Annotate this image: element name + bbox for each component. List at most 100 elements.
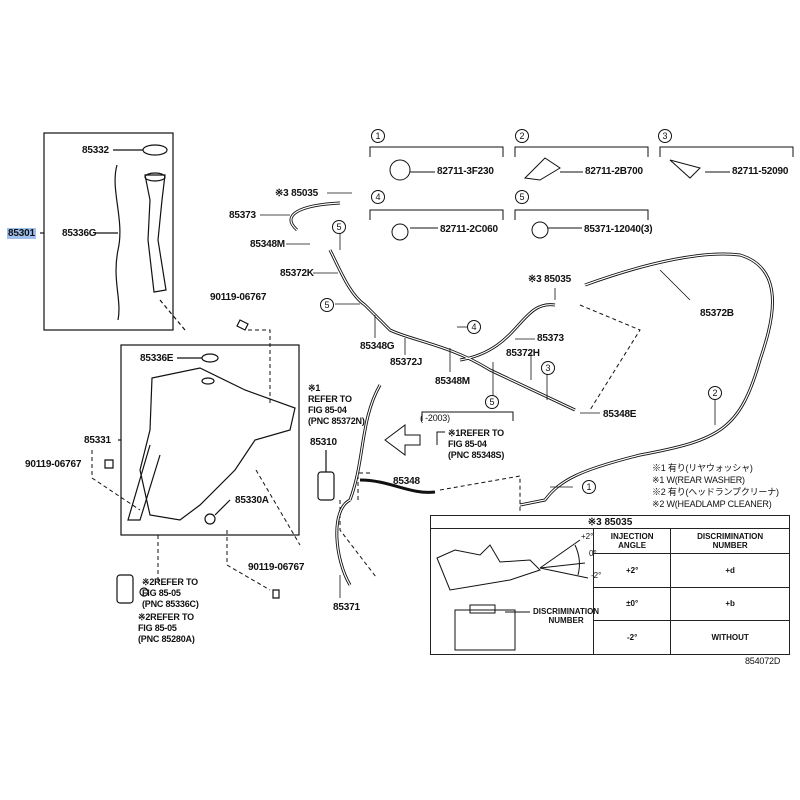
part-label-85310: 85310 — [310, 437, 337, 448]
bolt-left — [104, 459, 114, 469]
nozzle-spec-table: ※3 85035 +2° 0° -2° DISCRIMINATION NUMBE… — [430, 515, 790, 655]
ref-line: (PNC 85372N) — [308, 416, 365, 426]
part-label-85372J: 85372J — [390, 357, 423, 368]
reference-85348S[interactable]: ※1REFER TO FIG 85-04 (PNC 85348S) — [448, 428, 504, 461]
header-line: ANGLE — [618, 541, 647, 550]
ref-line: FIG 85-04 — [448, 439, 487, 449]
filler-pipe — [144, 174, 167, 293]
clip-callout-1: 1 — [371, 129, 385, 143]
part-label-85332: 85332 — [82, 145, 109, 156]
part-label-85372K: 85372K — [280, 268, 314, 279]
clip-callout-2: 2 — [708, 386, 722, 400]
arrow — [384, 424, 421, 456]
component-group-box — [43, 132, 174, 331]
part-label-85348E: 85348E — [603, 409, 637, 420]
ref-line: REFER TO — [460, 428, 504, 438]
clip-callout-5: 5 — [515, 190, 529, 204]
clip-callout-3: 3 — [658, 129, 672, 143]
part-label-85301[interactable]: 85301 — [7, 228, 36, 239]
clip-callout-4: 4 — [467, 320, 481, 334]
clip-callout-3: 3 — [541, 361, 555, 375]
part-label-85336E: 85336E — [140, 353, 174, 364]
clip-part-4: 82711-2C060 — [440, 224, 498, 235]
ref-mark: ※1 — [448, 428, 461, 438]
callout-line: NUMBER — [548, 616, 584, 625]
part-label-85336G: 85336G — [62, 228, 97, 239]
clip-part-2: 82711-2B700 — [585, 166, 643, 177]
washer-tank-85331 — [139, 367, 296, 521]
ref-line: (PNC 85348S) — [448, 450, 505, 460]
figure-id: 854072D — [745, 656, 781, 666]
angle-cell: ±0° — [592, 586, 672, 622]
pump-85310 — [317, 471, 335, 501]
part-label-85372B: 85372B — [700, 308, 734, 319]
ref-line: FIG 85-05 — [142, 588, 181, 598]
note: ※2 有り(ヘッドランプクリーナ) — [652, 487, 779, 497]
ref-line: REFER TO — [154, 577, 198, 587]
reference-85280A[interactable]: ※2REFER TO FIG 85-05 (PNC 85280A) — [138, 612, 195, 645]
angle-cell: -2° — [592, 620, 672, 655]
part-label-85372H: 85372H — [506, 348, 540, 359]
header-line: DISCRIMINATION — [697, 532, 764, 541]
part-label-90119-left: 90119-06767 — [25, 459, 82, 470]
ref-line: FIG 85-04 — [308, 405, 347, 415]
part-label-85371: 85371 — [333, 602, 360, 613]
clip-part-1: 82711-3F230 — [437, 166, 494, 177]
number-cell: WITHOUT — [670, 620, 790, 655]
clip-callout-5: 5 — [485, 395, 499, 409]
part-label-85348G: 85348G — [360, 341, 395, 352]
clip-callout-2: 2 — [515, 129, 529, 143]
bolt-top — [236, 319, 249, 331]
part-label-85035-top: ※3 85035 — [275, 188, 318, 199]
cap-85332 — [142, 144, 168, 156]
part-label-85330A: 85330A — [235, 495, 269, 506]
year-range: ( -2003) — [420, 413, 450, 423]
angle-label: +2° — [581, 532, 594, 541]
angle-label: -2° — [591, 571, 602, 580]
part-label-85348M-top: 85348M — [250, 239, 285, 250]
part-label-85373-mid: 85373 — [537, 333, 564, 344]
table-title: ※3 85035 — [430, 515, 790, 529]
part-label-90119-bottom: 90119-06767 — [248, 562, 305, 573]
part-label-85348: 85348 — [393, 476, 420, 487]
clip-brackets — [369, 146, 794, 456]
angle-cell: +2° — [592, 553, 672, 588]
pump-headlamp — [116, 574, 134, 604]
table-row: -2°WITHOUT — [431, 620, 790, 655]
clip-part-5: 85371-12040(3) — [584, 224, 653, 235]
ref-line: (PNC 85280A) — [138, 634, 195, 644]
header-line: NUMBER — [712, 541, 748, 550]
part-label-90119-top: 90119-06767 — [210, 292, 267, 303]
reference-85336C[interactable]: ※2REFER TO FIG 85-05 (PNC 85336C) — [142, 577, 199, 610]
bolt-bottom — [272, 589, 280, 599]
header-line: INJECTION — [610, 532, 654, 541]
clip-part-3: 82711-52090 — [732, 166, 789, 177]
cap-85336E — [201, 353, 219, 363]
part-label-85348M-mid: 85348M — [435, 376, 470, 387]
ref-mark: ※2 — [138, 612, 151, 622]
ref-line: FIG 85-05 — [138, 623, 177, 633]
ref-mark: ※1 — [308, 383, 321, 393]
notes-legend: ※1 有り(リヤウォッシャ) ※1 W(REAR WASHER) ※2 有り(ヘ… — [652, 462, 779, 510]
part-label-85331: 85331 — [84, 435, 111, 446]
clip-callout-5: 5 — [332, 220, 346, 234]
part-label-85035-right: ※3 85035 — [528, 274, 571, 285]
part-label-85373-top: 85373 — [229, 210, 256, 221]
note: ※2 W(HEADLAMP CLEANER) — [652, 499, 772, 509]
clip-callout-5: 5 — [320, 298, 334, 312]
dipstick-85336G — [114, 164, 121, 321]
callout-line: DISCRIMINATION — [533, 607, 600, 616]
number-cell: +d — [670, 553, 790, 588]
nozzle-figure-cell: +2° 0° -2° DISCRIMINATION NUMBER — [430, 528, 601, 655]
clip-callout-4: 4 — [371, 190, 385, 204]
note: ※1 有り(リヤウォッシャ) — [652, 463, 753, 473]
grommet-85330A — [204, 513, 216, 525]
note: ※1 W(REAR WASHER) — [652, 475, 745, 485]
reference-85372N[interactable]: ※1 REFER TO FIG 85-04 (PNC 85372N) — [308, 383, 365, 427]
ref-line: REFER TO — [308, 394, 352, 404]
angle-label: 0° — [589, 549, 597, 558]
discrimination-callout: DISCRIMINATION NUMBER — [533, 607, 599, 625]
